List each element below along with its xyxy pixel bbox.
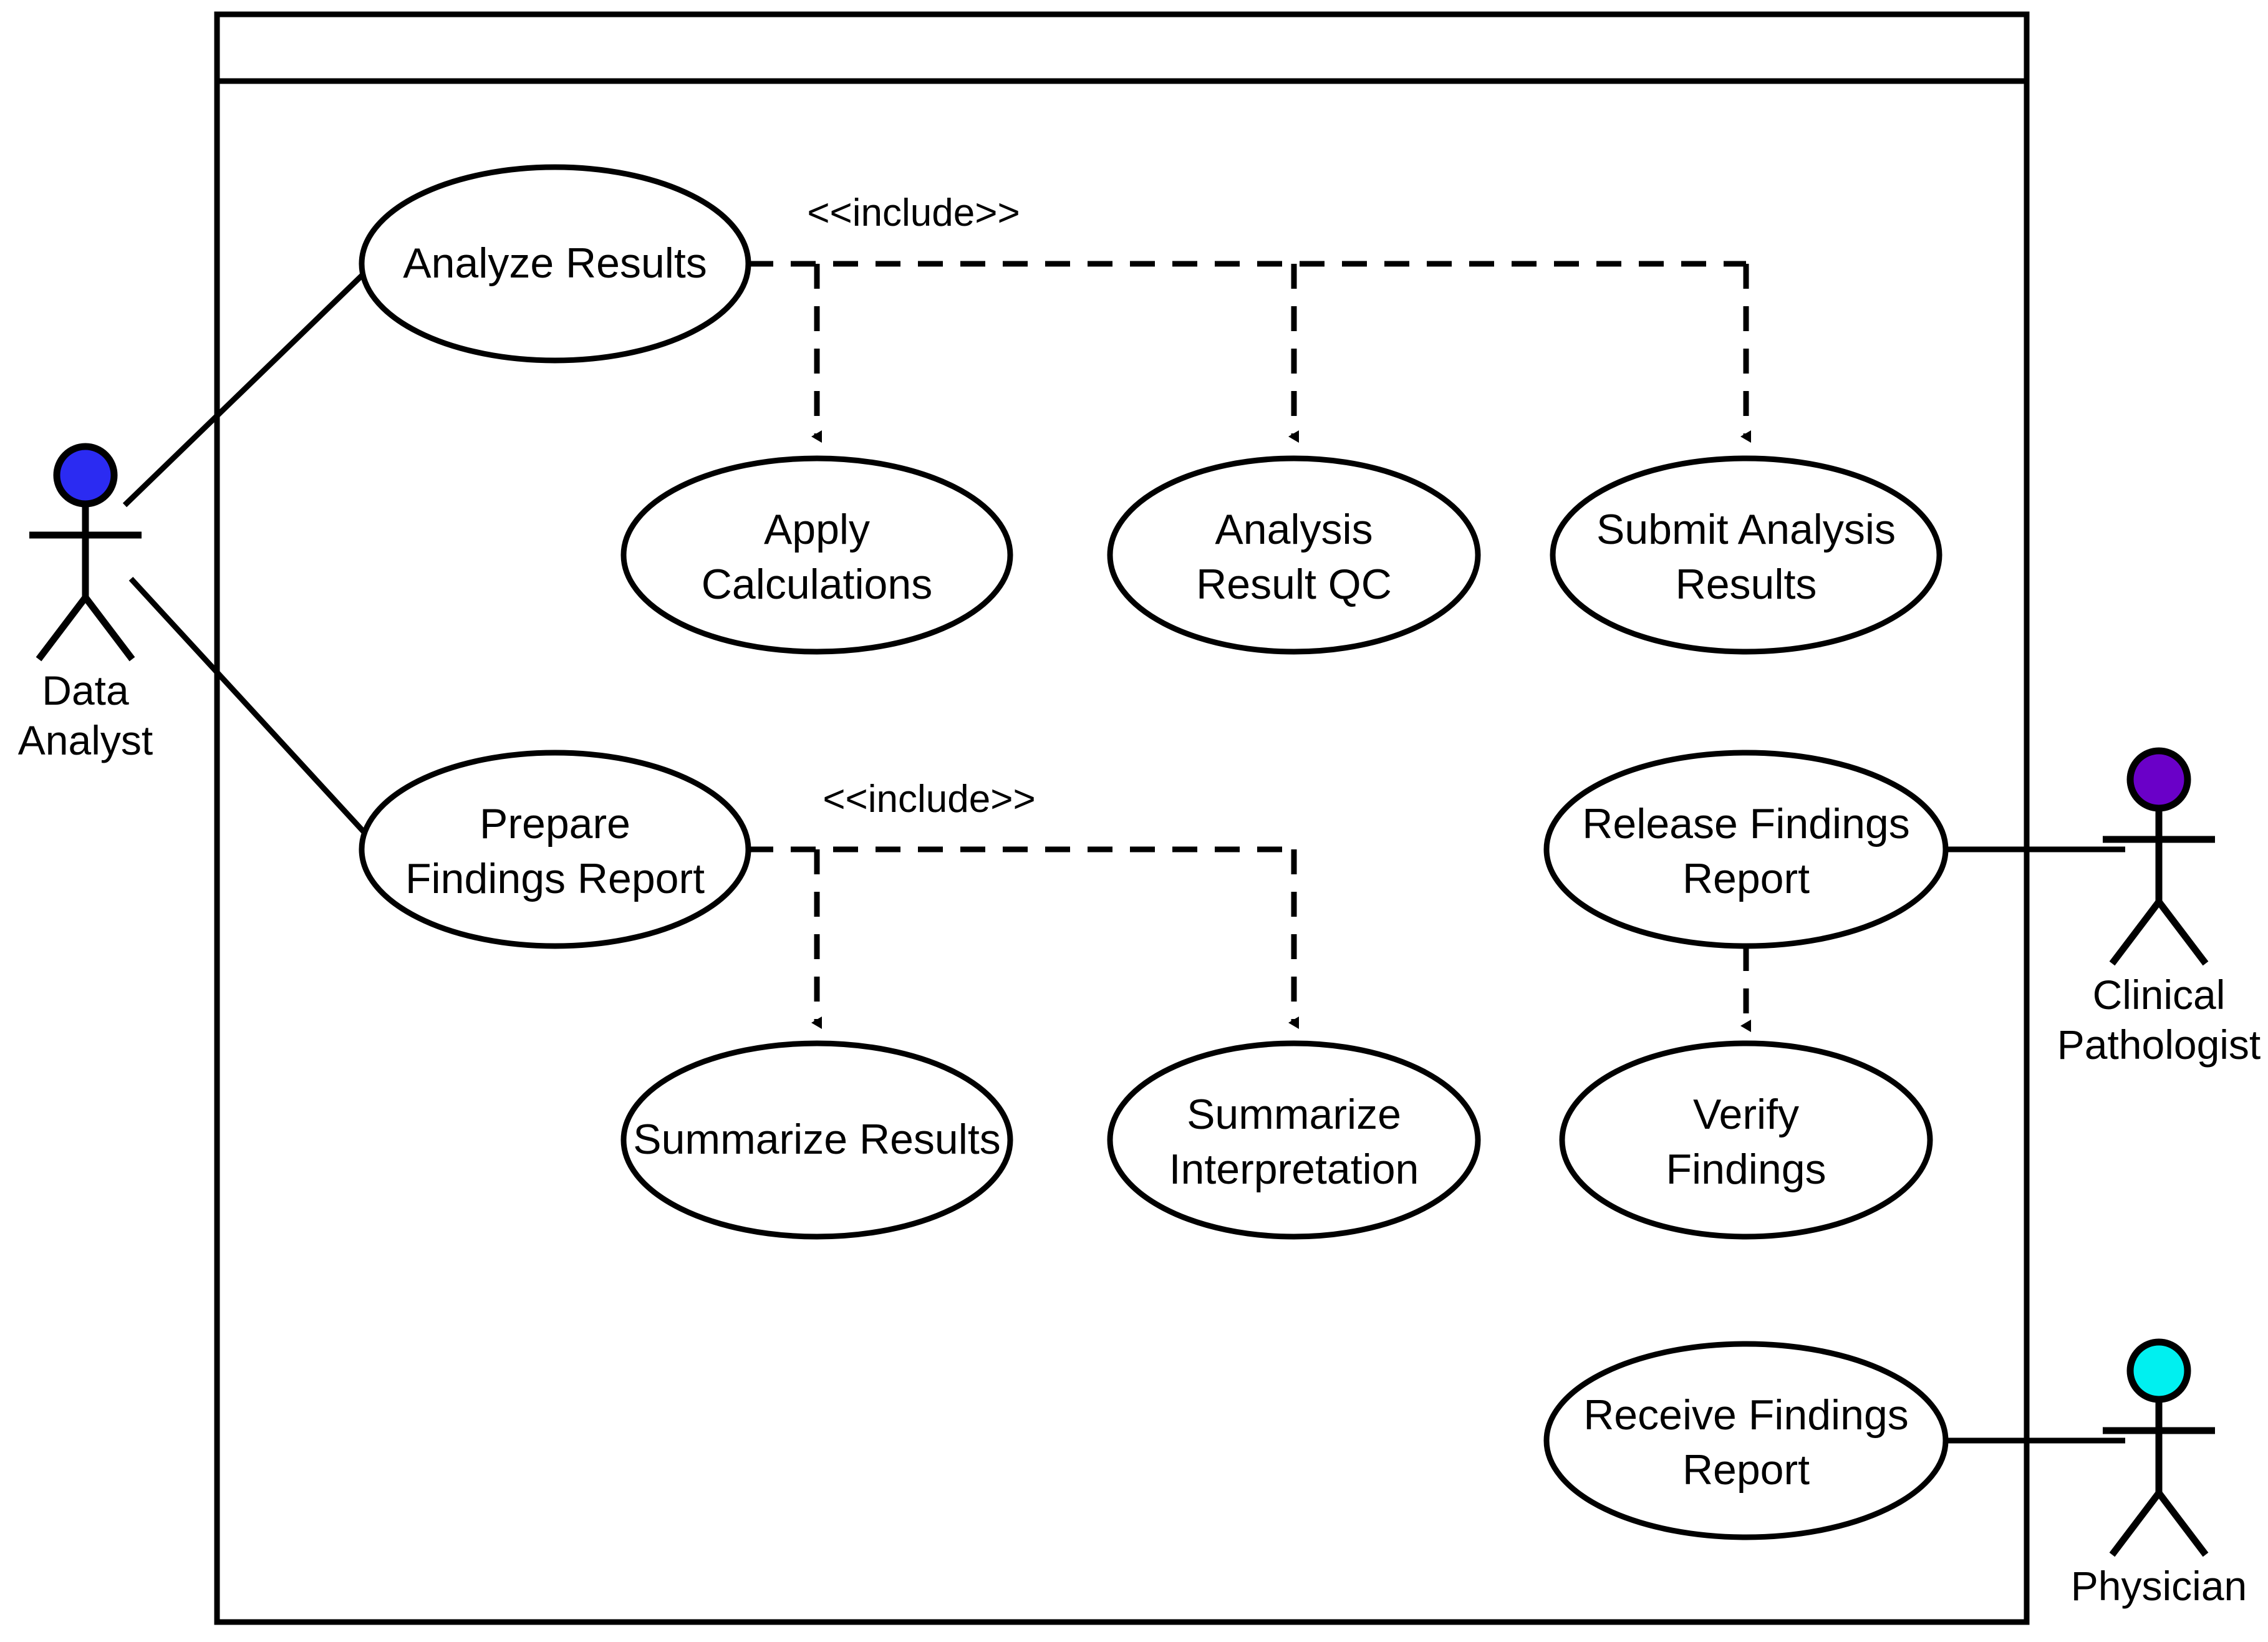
actor-label-line1: Physician — [2071, 1563, 2247, 1609]
use-case-apply-calculations[interactable]: Apply Calculations — [620, 455, 1013, 655]
include-relation-prepare-findings-report: <<include>> — [748, 778, 1299, 1029]
include-label-prepare: <<include>> — [823, 778, 1035, 821]
association-lines — [122, 256, 2125, 1444]
include-relation-analyze-results: <<include>> — [748, 191, 1751, 443]
use-cases: Analyze Results Apply Calculations Analy… — [359, 164, 1949, 1540]
actor-leg-right-line — [2156, 899, 2209, 966]
association-data-analyst-prepare-findings-report[interactable] — [128, 576, 377, 846]
use-case-ellipse[interactable] — [1559, 1040, 1933, 1240]
use-case-ellipse[interactable] — [1543, 1341, 1949, 1540]
actor-head-icon — [2126, 1338, 2191, 1403]
actor-leg-left-line — [2109, 899, 2162, 966]
use-case-label-line1: Release Findings — [1582, 800, 1909, 848]
actor-label-line2: Pathologist — [2057, 1021, 2261, 1068]
actor-leg-left-line — [2109, 1490, 2162, 1557]
actor-clinical-pathologist[interactable]: Clinical Pathologist — [2057, 747, 2261, 1068]
use-case-label-line2: Findings — [1666, 1146, 1826, 1193]
use-case-verify-findings[interactable]: Verify Findings — [1559, 1040, 1933, 1240]
use-case-label-line2: Report — [1682, 855, 1810, 902]
use-case-ellipse[interactable] — [1550, 455, 1942, 655]
use-case-ellipse[interactable] — [1543, 750, 1949, 949]
use-case-label-line1: Apply — [764, 506, 870, 553]
use-case-label-line1: Submit Analysis — [1596, 506, 1896, 553]
actor-leg-right-line — [2156, 1490, 2209, 1557]
use-case-label-line1: Summarize — [1187, 1091, 1401, 1138]
use-case-prepare-findings-report[interactable]: Prepare Findings Report — [359, 750, 751, 949]
use-case-ellipse[interactable] — [620, 1040, 1013, 1240]
use-case-label-line1: Analysis — [1215, 506, 1373, 553]
use-case-label-line2: Report — [1682, 1446, 1810, 1494]
use-case-label-line2: Findings Report — [405, 855, 705, 902]
actor-head-icon — [53, 443, 118, 508]
use-case-label-line1: Prepare — [480, 800, 630, 848]
association-data-analyst-analyze-results[interactable] — [122, 256, 382, 508]
actor-physician[interactable]: Physician — [2071, 1338, 2247, 1609]
use-case-label-line2: Results — [1676, 561, 1817, 608]
use-case-summarize-interpretation[interactable]: Summarize Interpretation — [1107, 1040, 1481, 1240]
use-case-label-line1: Receive Findings — [1583, 1391, 1909, 1439]
use-case-label-line2: Result QC — [1196, 561, 1392, 608]
use-case-ellipse[interactable] — [359, 750, 751, 949]
use-case-release-findings-report[interactable]: Release Findings Report — [1543, 750, 1949, 949]
actor-data-analyst[interactable]: Data Analyst — [18, 443, 153, 763]
actor-label-line1: Clinical — [2093, 972, 2226, 1018]
actor-leg-right-line — [82, 595, 135, 662]
use-case-label-line2: Interpretation — [1169, 1146, 1419, 1193]
use-case-analyze-results[interactable]: Analyze Results — [359, 164, 751, 364]
include-label-analyze: <<include>> — [807, 191, 1020, 234]
use-case-label-line1: Verify — [1693, 1091, 1799, 1138]
actor-leg-left-line — [36, 595, 89, 662]
actor-label-line2: Analyst — [18, 717, 153, 763]
use-case-label-line1: Summarize Results — [633, 1116, 1001, 1163]
use-case-analysis-result-qc[interactable]: Analysis Result QC — [1107, 455, 1481, 655]
actor-label-line1: Data — [42, 667, 129, 713]
use-case-label-line2: Calculations — [702, 561, 932, 608]
use-case-label-line1: Analyze Results — [403, 239, 707, 287]
use-case-summarize-results[interactable]: Summarize Results — [620, 1040, 1013, 1240]
use-case-ellipse[interactable] — [620, 455, 1013, 655]
use-case-ellipse[interactable] — [1107, 455, 1481, 655]
use-case-submit-analysis-results[interactable]: Submit Analysis Results — [1550, 455, 1942, 655]
use-case-receive-findings-report[interactable]: Receive Findings Report — [1543, 1341, 1949, 1540]
use-case-ellipse[interactable] — [1107, 1040, 1481, 1240]
actor-head-icon — [2126, 747, 2191, 812]
use-case-ellipse[interactable] — [359, 164, 751, 364]
